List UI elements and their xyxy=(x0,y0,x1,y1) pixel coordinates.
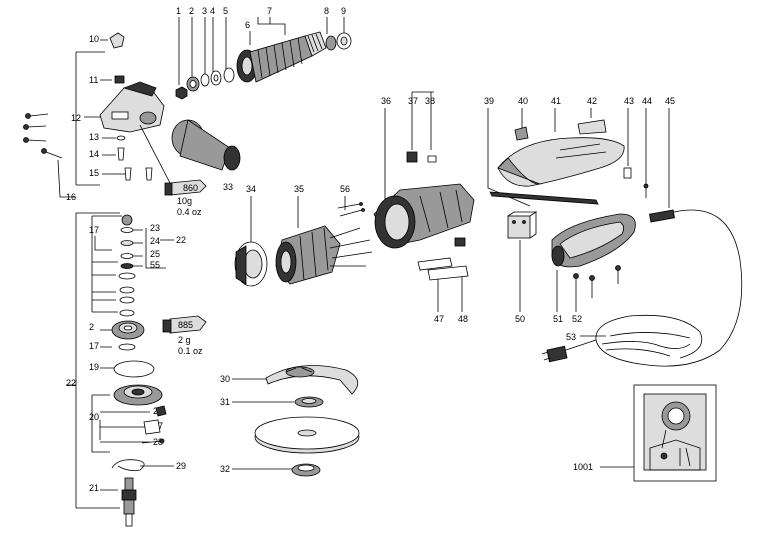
spindle-group: 17 2 17 19 20 21 22 22 23 24 25 55 26 27… xyxy=(66,212,207,527)
label-32: 32 xyxy=(220,464,230,474)
label-37: 37 xyxy=(408,96,418,106)
spindle-part xyxy=(121,477,137,527)
armature-group: 1 2 3 4 5 6 7 8 9 xyxy=(175,6,352,100)
motor-housing-group: 36 37 38 47 48 xyxy=(373,91,475,324)
grease-tube-885: 885 xyxy=(162,315,207,334)
label-35: 35 xyxy=(294,184,304,194)
svg-text:860: 860 xyxy=(183,183,198,193)
label-4: 4 xyxy=(210,6,215,16)
side-handle-part xyxy=(171,119,241,171)
label-47: 47 xyxy=(434,314,444,324)
label-30: 30 xyxy=(220,374,230,384)
label-39: 39 xyxy=(484,96,494,106)
label-33: 33 xyxy=(223,182,233,192)
field-stator-part xyxy=(275,225,373,285)
label-31: 31 xyxy=(220,397,230,407)
grease-qty-2: 2 g xyxy=(178,335,191,345)
label-55: 55 xyxy=(150,260,160,270)
inset-detail-box xyxy=(633,384,717,482)
power-cable-part xyxy=(541,209,743,367)
inner-flange-part xyxy=(294,396,324,408)
label-3: 3 xyxy=(202,6,207,16)
spindle-lock-button xyxy=(109,32,125,49)
grease-oz-2: 0.1 oz xyxy=(178,346,203,356)
label-45: 45 xyxy=(665,96,675,106)
label-17b: 17 xyxy=(89,341,99,351)
label-17: 17 xyxy=(89,225,99,235)
handle-shell-part xyxy=(551,213,636,268)
spring-clip-part xyxy=(111,459,145,471)
gear-head-group: 10 11 12 13 14 15 16 xyxy=(23,32,241,217)
label-50: 50 xyxy=(515,314,525,324)
label-11: 11 xyxy=(89,75,98,85)
label-34: 34 xyxy=(246,184,256,194)
label-1: 1 xyxy=(176,6,181,16)
label-48: 48 xyxy=(458,314,468,324)
handle-housing-group: 39 40 41 42 43 44 45 50 51 52 53 xyxy=(484,96,743,482)
label-36: 36 xyxy=(381,96,391,106)
label-20: 20 xyxy=(89,412,99,422)
nut-part xyxy=(175,86,188,100)
label-7: 7 xyxy=(267,6,272,16)
label-29: 29 xyxy=(176,461,186,471)
label-14: 14 xyxy=(89,149,99,159)
guard-group: 30 31 32 xyxy=(220,365,360,477)
label-19: 19 xyxy=(89,362,99,372)
label-25: 25 xyxy=(150,249,160,259)
label-21: 21 xyxy=(89,483,99,493)
fan-baffle-part xyxy=(234,241,268,287)
label-52: 52 xyxy=(572,314,582,324)
clamping-nut-part xyxy=(291,463,321,477)
grease-tube-860: 860 xyxy=(164,179,207,196)
label-2: 2 xyxy=(189,6,194,16)
label-10: 10 xyxy=(89,34,99,44)
label-8: 8 xyxy=(324,6,329,16)
label-22b: 22 xyxy=(176,235,186,245)
label-28: 28 xyxy=(153,437,163,447)
bearing-flange-part xyxy=(113,384,163,406)
label-44: 44 xyxy=(642,96,652,106)
svg-text:885: 885 xyxy=(178,320,193,330)
handle-cover-part xyxy=(497,137,625,187)
label-41: 41 xyxy=(551,96,561,106)
motor-group: 34 35 56 xyxy=(234,184,373,287)
label-43: 43 xyxy=(624,96,634,106)
switch-button-part xyxy=(514,126,529,141)
switch-rod-part xyxy=(489,191,599,205)
label-5: 5 xyxy=(223,6,228,16)
label-1001: 1001 xyxy=(573,462,593,472)
label-24: 24 xyxy=(150,236,160,246)
label-23: 23 xyxy=(150,223,160,233)
label-2b: 2 xyxy=(89,322,94,332)
label-6: 6 xyxy=(245,20,250,30)
grinding-disc-part xyxy=(254,416,360,454)
label-38: 38 xyxy=(425,96,435,106)
label-53: 53 xyxy=(566,332,576,342)
label-9: 9 xyxy=(341,6,346,16)
label-42: 42 xyxy=(587,96,597,106)
label-51: 51 xyxy=(553,314,563,324)
label-56: 56 xyxy=(340,184,350,194)
grease-oz-1: 0.4 oz xyxy=(177,207,202,217)
wheel-guard-part xyxy=(265,365,359,395)
label-15: 15 xyxy=(89,168,99,178)
label-13: 13 xyxy=(89,132,99,142)
grease-qty-1: 10g xyxy=(177,196,192,206)
gear-housing-part xyxy=(99,81,165,133)
bevel-gear-part xyxy=(111,320,145,340)
label-40: 40 xyxy=(518,96,528,106)
brush-holder-part xyxy=(406,151,418,163)
switch-part xyxy=(507,211,538,239)
armature-part xyxy=(236,31,327,83)
label-22: 22 xyxy=(66,378,76,388)
motor-housing-part xyxy=(373,183,475,249)
